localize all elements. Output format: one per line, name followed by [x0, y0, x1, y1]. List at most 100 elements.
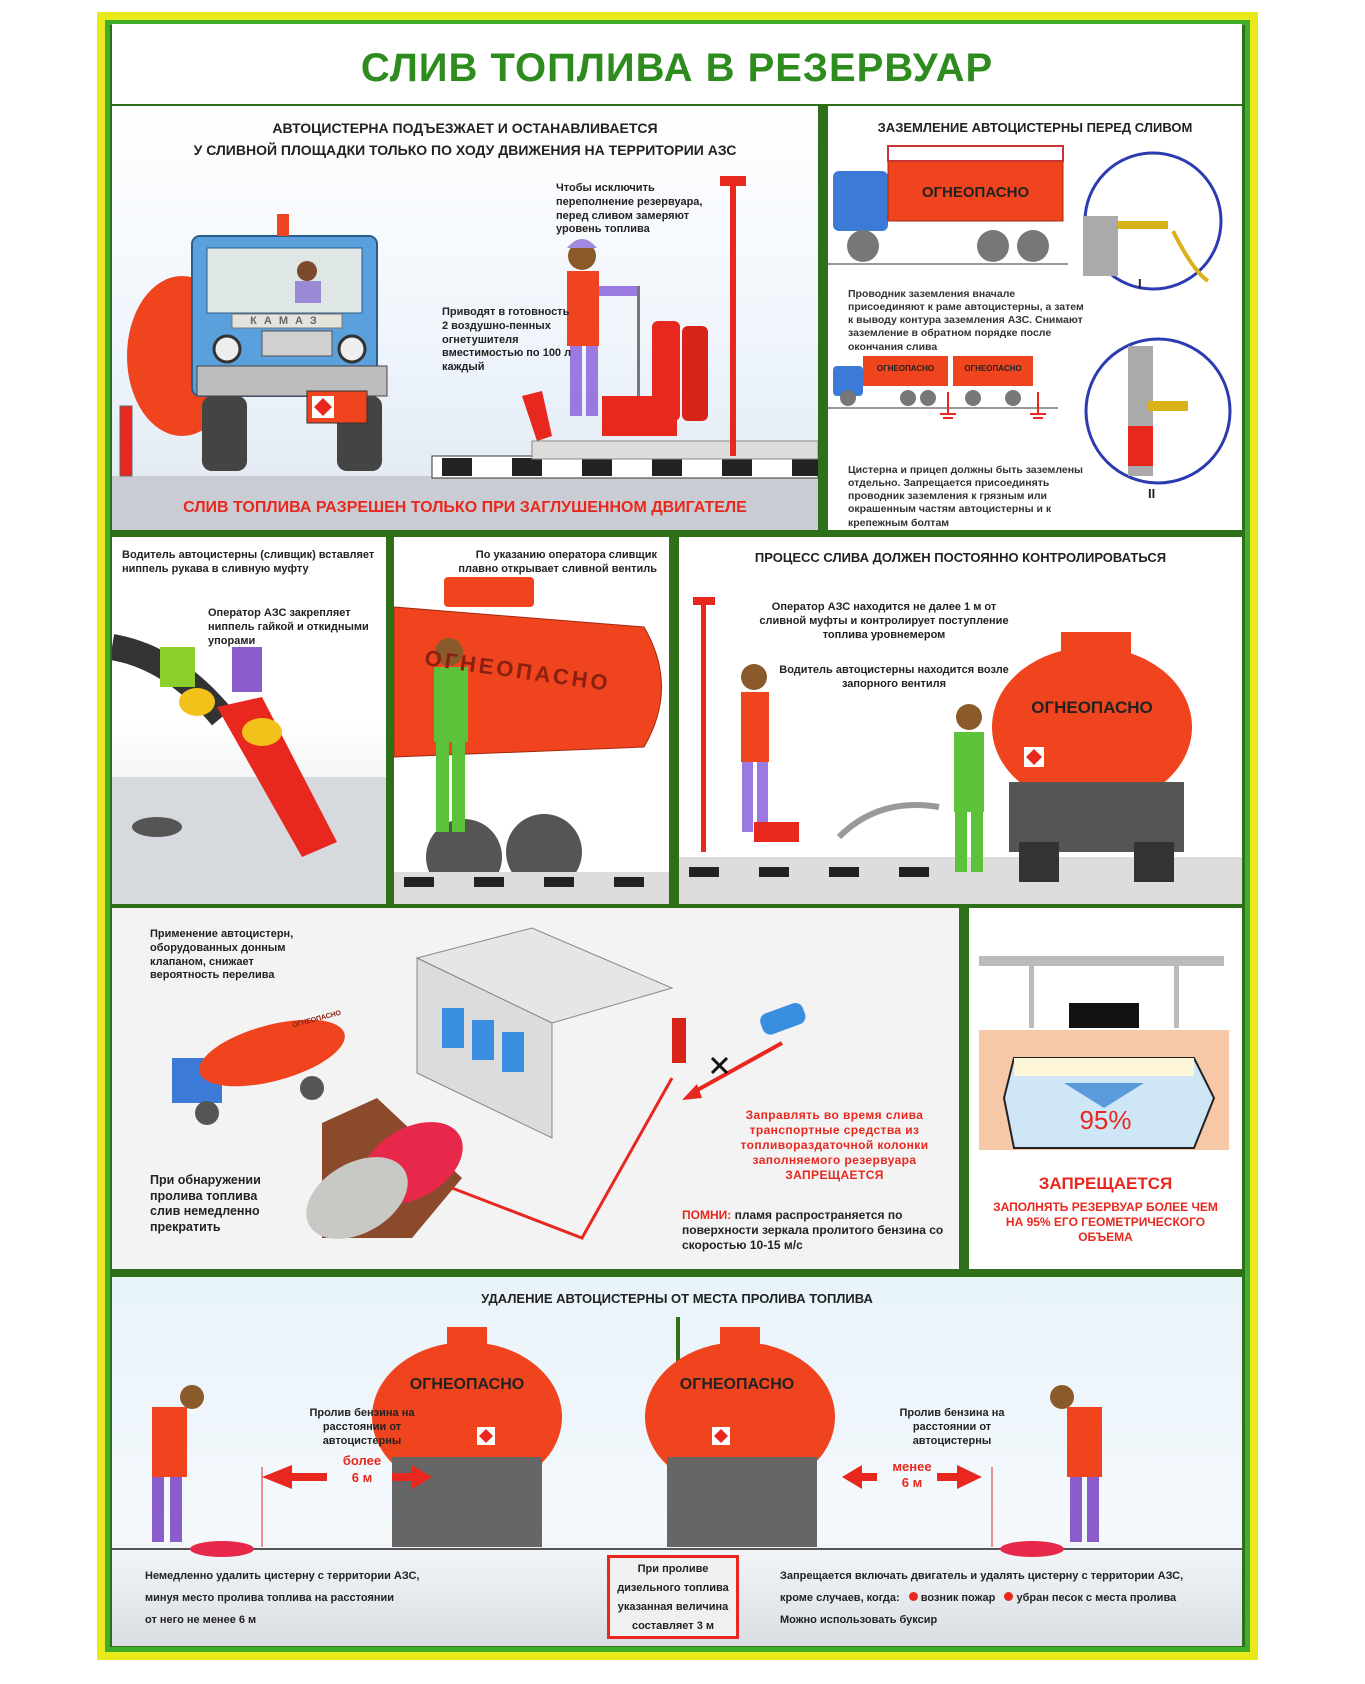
valve-illustration: [394, 577, 669, 904]
reservoir-illustration: [979, 956, 1229, 1150]
panel-control: ПРОЦЕСС СЛИВА ДОЛЖЕН ПОСТОЯННО КОНТРОЛИР…: [679, 537, 1242, 904]
car-icon: [760, 1002, 806, 1035]
spill-note-left: Пролив бензина на расстоянии от автоцист…: [309, 1407, 415, 1447]
fill-limit-text: ЗАПОЛНЯТЬ РЕЗЕРВУАР БОЛЕЕ ЧЕМ НА 95% ЕГО…: [993, 1200, 1218, 1244]
note-driver-nipple: Водитель автоцистерны (сливщик) вставляе…: [122, 549, 375, 575]
forbidden-arrow: [691, 1041, 783, 1095]
fill-percent: 95%: [1079, 1105, 1132, 1135]
instruction-left-line: Немедленно удалить цистерну с территории…: [145, 1570, 420, 1582]
refuel-warning: Заправлять во время слива транспортные с…: [722, 1108, 947, 1183]
operator-figure: [741, 664, 769, 832]
tank-rear-left-icon: [372, 1327, 562, 1547]
grounding-note-separate: Цистерна и прицеп должны быть заземлены …: [848, 464, 1083, 529]
diesel-line: составляет 3 м: [631, 1620, 715, 1632]
panel-arrival: КАМАЗ АВТОЦИСТЕРНА ПОДЪЕЗЖАЕТ И ОСТАНАВЛ…: [112, 106, 818, 530]
truck-silhouette-icon: [1069, 1003, 1139, 1028]
grounding-post: [119, 405, 133, 477]
note-operator-nut: Оператор АЗС закрепляет ниппель гайкой и…: [208, 607, 369, 647]
spill-note-right: Пролив бензина на расстоянии от автоцист…: [899, 1407, 1005, 1447]
diesel-note-box: При проливе дизельного топлива указанная…: [607, 1555, 739, 1639]
note-valve-open: По указанию оператора сливщик плавно отк…: [458, 549, 657, 575]
note-level-measure: Чтобы исключить переполнение резервуара,…: [556, 182, 703, 236]
worker-right-figure: [1050, 1385, 1102, 1542]
case-sand-removed: убран песок с места пролива: [1016, 1592, 1177, 1604]
panel-removal: УДАЛЕНИЕ АВТОЦИСТЕРНЫ ОТ МЕСТА ПРОЛИВА Т…: [112, 1277, 1242, 1646]
truck-brand-label: КАМАЗ: [250, 315, 324, 327]
panel-grounding: ЗАЗЕМЛЕНИЕ АВТОЦИСТЕРНЫ ПЕРЕД СЛИВОМ ОГН…: [828, 106, 1242, 530]
diesel-line: При проливе: [637, 1563, 709, 1575]
distance-right: 6 м: [901, 1475, 923, 1490]
grounding-illustration: [828, 145, 1232, 485]
drain-pipe: [522, 391, 552, 441]
note-operator-distance: Оператор АЗС находится не далее 1 м от с…: [759, 601, 1009, 641]
engine-off-warning: СЛИВ ТОПЛИВА РАЗРЕШЕН ТОЛЬКО ПРИ ЗАГЛУШЕ…: [183, 499, 747, 516]
tank-rear-right-icon: [645, 1327, 835, 1547]
tanker-with-trailer-icon: [828, 356, 1058, 419]
instruction-left-line: минуя место пролива топлива на расстояни…: [145, 1592, 395, 1604]
tank-label: ОГНЕОПАСНО: [1031, 698, 1153, 717]
kamaz-truck-icon: [127, 214, 388, 471]
tanker-truck-icon: [172, 1019, 345, 1125]
remember-label: ПОМНИ:: [682, 1208, 732, 1222]
tank-truck-side-icon: [828, 145, 1068, 265]
circle-label-2: II: [1148, 486, 1156, 501]
diesel-line: дизельного топлива: [617, 1582, 729, 1594]
panel-coupling: Водитель автоцистерны (сливщик) вставляе…: [112, 537, 386, 904]
instruction-left: Немедленно удалить цистерну с территории…: [145, 1565, 445, 1631]
title-band: СЛИВ ТОПЛИВА В РЕЗЕРВУАР: [112, 24, 1242, 104]
remember-text: пламя распространяется по поверхности зе…: [682, 1208, 944, 1252]
trailer-label-1: ОГНЕОПАСНО: [876, 364, 935, 373]
tank-label-right: ОГНЕОПАСНО: [679, 1376, 795, 1393]
refuel-forbidden: ЗАПРЕЩАЕТСЯ: [785, 1168, 884, 1182]
refuel-warning-text: Заправлять во время слива транспортные с…: [740, 1108, 929, 1167]
note-bottom-valve: Применение автоцистерн, оборудованных до…: [150, 928, 294, 982]
arrival-heading-1: АВТОЦИСТЕРНА ПОДЪЕЗЖАЕТ И ОСТАНАВЛИВАЕТС…: [272, 120, 658, 136]
note-stop-on-spill: При обнаружении пролива топлива слив нем…: [150, 1173, 261, 1234]
circle-label-1: I: [1138, 276, 1142, 291]
instruction-right-line: кроме случаев, когда: возник пожар убран…: [780, 1587, 1230, 1609]
fill-forbidden: ЗАПРЕЩАЕТСЯ: [1038, 1174, 1173, 1193]
bullet-icon: [1004, 1592, 1014, 1601]
control-heading: ПРОЦЕСС СЛИВА ДОЛЖЕН ПОСТОЯННО КОНТРОЛИР…: [754, 550, 1167, 565]
instruction-right-line: Запрещается включать двигатель и удалять…: [780, 1570, 1184, 1582]
remember-note: ПОМНИ: пламя распространяется по поверхн…: [682, 1208, 947, 1253]
grounding-note-order: Проводник заземления вначале присоединяю…: [848, 288, 1084, 353]
distance-left: 6 м: [351, 1470, 373, 1485]
tank-label-left: ОГНЕОПАСНО: [409, 1376, 525, 1393]
removal-illustration: [112, 1317, 1242, 1557]
instruction-right: Запрещается включать двигатель и удалять…: [780, 1565, 1230, 1631]
trailer-label-2: ОГНЕОПАСНО: [964, 364, 1022, 373]
note-driver-valve: Водитель автоцистерны находится возле за…: [779, 664, 1009, 690]
operator-figure: [567, 239, 640, 416]
instruction-right-line: Можно использовать буксир: [780, 1614, 938, 1626]
coupling-illustration: [112, 634, 386, 904]
fuel-dispenser-icon: [672, 1018, 686, 1063]
panel-station: Применение автоцистерн, оборудованных до…: [112, 908, 959, 1269]
level-gauge-pole: [720, 176, 746, 456]
panel-fill-limit: 95% ЗАПРЕЩАЕТСЯ ЗАПОЛНЯТЬ РЕЗЕРВУАР БОЛЕ…: [969, 908, 1242, 1269]
poster-title: СЛИВ ТОПЛИВА В РЕЗЕРВУАР: [360, 46, 994, 90]
case-fire: возник пожар: [920, 1592, 996, 1604]
station-illustration: [172, 927, 806, 1240]
arrival-heading-2: У СЛИВНОЙ ПЛОЩАДКИ ТОЛЬКО ПО ХОДУ ДВИЖЕН…: [193, 142, 737, 158]
arrows-left: [262, 1465, 432, 1489]
arrows-right: [842, 1465, 982, 1489]
note-extinguishers: Приводят в готовность 2 воздушно-пенных …: [442, 306, 572, 373]
diesel-line: указанная величина: [617, 1601, 729, 1613]
removal-heading: УДАЛЕНИЕ АВТОЦИСТЕРНЫ ОТ МЕСТА ПРОЛИВА Т…: [481, 1291, 873, 1306]
drain-well: [602, 396, 677, 436]
grounding-heading: ЗАЗЕМЛЕНИЕ АВТОЦИСТЕРНЫ ПЕРЕД СЛИВОМ: [877, 120, 1193, 135]
instruction-left-line: от него не менее 6 м: [145, 1614, 257, 1626]
driver-figure: [434, 638, 468, 832]
distance-word-right: менее: [892, 1459, 932, 1474]
worker-left-figure: [152, 1385, 204, 1542]
driver-figure: [954, 704, 984, 872]
tank-rear-icon: [992, 632, 1192, 882]
panel-valve: По указанию оператора сливщик плавно отк…: [394, 537, 669, 904]
exceptions-label: кроме случаев, когда:: [780, 1592, 900, 1604]
bullet-icon: [908, 1592, 918, 1601]
control-illustration: [679, 597, 1242, 904]
distance-word-left: более: [342, 1453, 382, 1468]
tank-label: ОГНЕОПАСНО: [921, 184, 1030, 201]
arrival-illustration: [112, 176, 818, 530]
